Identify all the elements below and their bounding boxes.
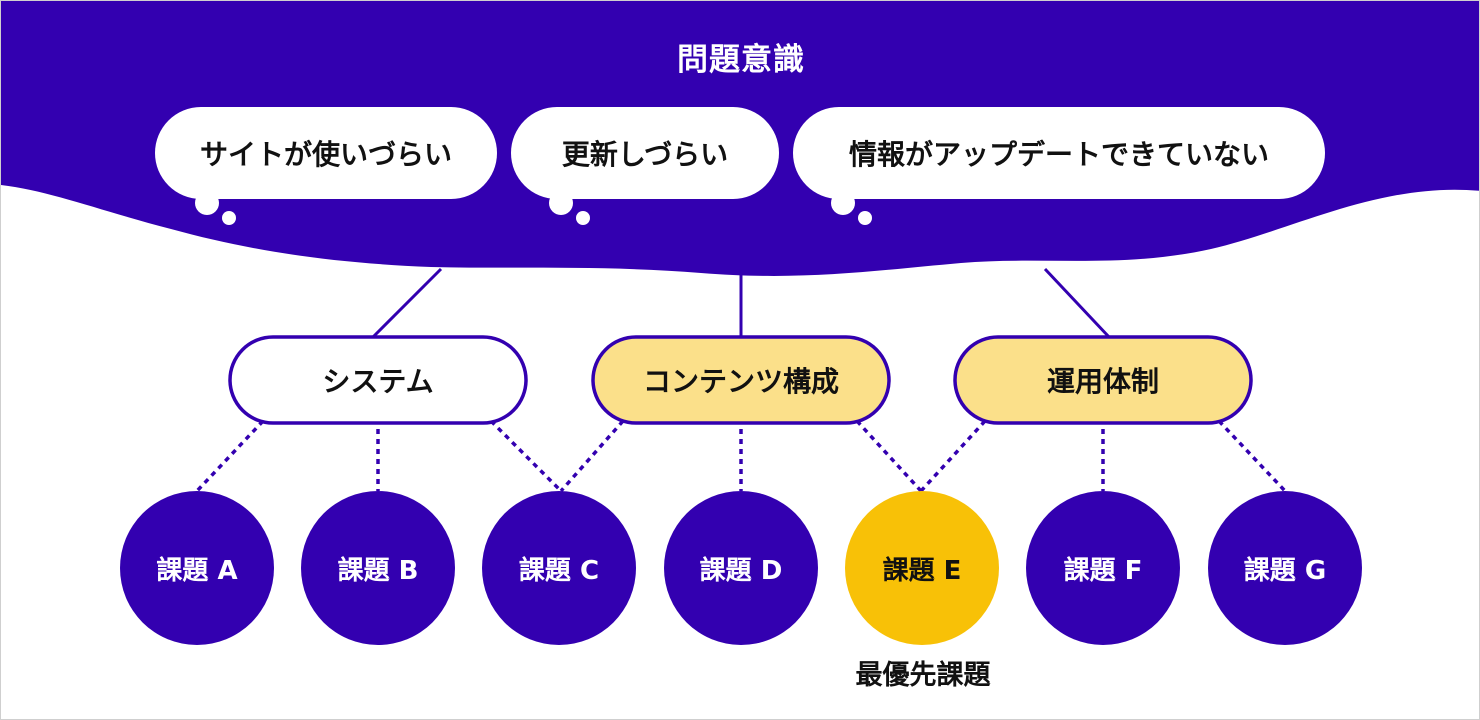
category-pill-operations	[953, 335, 1253, 425]
category-label-system: システム	[322, 365, 434, 398]
dotted-connector	[919, 419, 987, 493]
dotted-connector	[559, 419, 625, 493]
task-circle-d	[664, 491, 818, 645]
task-label-a: 課題 A	[156, 555, 238, 586]
priority-label: 最優先課題	[855, 659, 991, 691]
task-circle-b	[301, 491, 455, 645]
task-label-e: 課題 E	[882, 555, 962, 586]
dotted-connector	[855, 419, 923, 493]
diagram-title: 問題意識	[677, 41, 805, 78]
category-pill-content-structure	[591, 335, 891, 425]
dotted-connector	[489, 419, 563, 493]
dotted-connector	[1217, 419, 1287, 493]
bubble-tail-dot	[195, 191, 219, 215]
speech-bubble	[793, 107, 1325, 199]
task-label-g: 課題 G	[1243, 555, 1327, 586]
bubble-tail-dot	[222, 211, 236, 225]
speech-bubbles	[155, 107, 1325, 225]
bubble-label-update: 更新しづらい	[561, 138, 729, 171]
category-pill-system	[228, 335, 528, 425]
task-label-d: 課題 D	[699, 555, 783, 586]
task-circle-a	[120, 491, 274, 645]
category-label-content-structure: コンテンツ構成	[642, 365, 839, 398]
task-label-f: 課題 F	[1063, 555, 1143, 586]
speech-bubble	[511, 107, 779, 199]
connector-line	[371, 267, 443, 339]
task-label-b: 課題 B	[337, 555, 419, 586]
bubble-tail-dot	[576, 211, 590, 225]
connector-line	[1043, 267, 1111, 339]
task-circle-f	[1026, 491, 1180, 645]
bubble-tail-dot	[549, 191, 573, 215]
bubble-label-information: 情報がアップデートできていない	[848, 138, 1269, 171]
category-label-operations: 運用体制	[1046, 365, 1159, 398]
task-circle-g	[1208, 491, 1362, 645]
task-circle-e	[845, 491, 999, 645]
dotted-connector	[195, 419, 265, 493]
task-label-c: 課題 C	[518, 555, 600, 586]
task-circle-c	[482, 491, 636, 645]
bubble-tail-dot	[831, 191, 855, 215]
speech-bubble	[155, 107, 497, 199]
bubble-label-usability: サイトが使いづらい	[199, 138, 452, 171]
bubble-tail-dot	[858, 211, 872, 225]
